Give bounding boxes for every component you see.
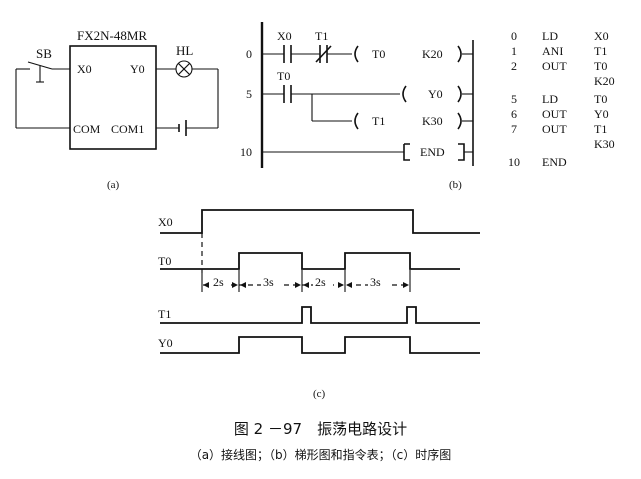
waveform-y0 — [160, 336, 480, 354]
instruction-arg: T0 — [594, 92, 607, 106]
rung-step-number: 0 — [246, 47, 252, 61]
instruction-op: OUT — [542, 107, 567, 121]
coil-label: T0 — [372, 47, 385, 61]
signal-label-y0: Y0 — [158, 336, 173, 350]
timing-diagram: X0 T0 T1 Y0 2s — [158, 209, 480, 400]
end-left-bracket — [403, 143, 410, 161]
end-label: END — [420, 145, 445, 159]
wiring-diagram: FX2N-48MR X0 Y0 COM COM1 SB HL — [15, 28, 219, 191]
coil-label: Y0 — [428, 87, 443, 101]
coil-right-bracket — [457, 45, 462, 63]
output-circuit: HL — [156, 43, 219, 136]
coil-left-bracket — [402, 85, 407, 103]
instruction-op: LD — [542, 92, 558, 106]
instruction-op: LD — [542, 29, 558, 43]
instruction-step: 0 — [511, 29, 517, 43]
end-right-bracket — [458, 143, 465, 161]
ladder-rung: 5 T0 Y0 — [246, 69, 473, 103]
interval-label: 2s — [213, 275, 224, 289]
coil-label: T1 — [372, 114, 385, 128]
instruction-step: 2 — [511, 59, 517, 73]
plc-output-terminal-label: Y0 — [130, 62, 145, 76]
coil-param: K30 — [422, 114, 443, 128]
switch-blade — [27, 61, 53, 70]
instruction-list: 0 LD X0 1 ANI T1 2 OUT T0 K20 5 LD T0 6 … — [508, 29, 615, 169]
contact-label: X0 — [277, 29, 292, 43]
interval-label: 3s — [263, 275, 274, 289]
instruction-step: 1 — [511, 44, 517, 58]
ladder-diagram: 0 X0 T1 T0 K20 5 T0 Y0 — [240, 22, 474, 191]
rung-step-number: 5 — [246, 87, 252, 101]
instruction-arg: K30 — [594, 137, 615, 151]
ladder-rung: 10 END — [240, 143, 473, 161]
interval-label: 2s — [315, 275, 326, 289]
plc-com-label: COM — [73, 122, 101, 136]
input-circuit: SB — [15, 46, 70, 129]
coil-left-bracket — [354, 45, 359, 63]
plc-box — [69, 45, 157, 150]
instruction-op: ANI — [542, 44, 563, 58]
ladder-rung: T1 K30 — [311, 94, 473, 130]
interval-dimensions: 2s 3s 2s 3s — [201, 270, 411, 292]
instruction-op: OUT — [542, 59, 567, 73]
figure-caption-title: 图 2 －97 振荡电路设计 — [233, 420, 408, 438]
interval-label: 3s — [370, 275, 381, 289]
instruction-arg: T0 — [594, 59, 607, 73]
instruction-arg: X0 — [594, 29, 609, 43]
signal-label-x0: X0 — [158, 215, 173, 229]
contact-label: T1 — [315, 29, 328, 43]
signal-label-t0: T0 — [158, 254, 171, 268]
contact-label: T0 — [277, 69, 290, 83]
plc-input-terminal-label: X0 — [77, 62, 92, 76]
waveform-t1 — [160, 306, 480, 324]
figure-caption-subtitle: （a）接线图；（b）梯形图和指令表；（c）时序图 — [189, 448, 452, 462]
instruction-arg: T1 — [594, 44, 607, 58]
instruction-step: 7 — [511, 122, 517, 136]
ladder-sublabel: (b) — [449, 179, 462, 191]
instruction-arg: Y0 — [594, 107, 609, 121]
lamp-label: HL — [176, 43, 193, 58]
instruction-step: 5 — [511, 92, 517, 106]
wiring-sublabel: (a) — [107, 179, 120, 191]
instruction-op: OUT — [542, 122, 567, 136]
signal-label-t1: T1 — [158, 307, 171, 321]
plc-model-label: FX2N-48MR — [77, 28, 147, 43]
instruction-step: 10 — [508, 155, 520, 169]
waveform-x0 — [160, 209, 480, 234]
ladder-rung: 0 X0 T1 T0 K20 — [246, 29, 473, 63]
coil-right-bracket — [457, 85, 462, 103]
plc-com1-label: COM1 — [111, 122, 144, 136]
coil-left-bracket — [354, 112, 359, 130]
instruction-arg: K20 — [594, 74, 615, 88]
timing-sublabel: (c) — [313, 388, 326, 400]
switch-label: SB — [36, 46, 52, 61]
rung-step-number: 10 — [240, 145, 252, 159]
coil-right-bracket — [457, 112, 462, 130]
instruction-step: 6 — [511, 107, 517, 121]
coil-param: K20 — [422, 47, 443, 61]
instruction-op: END — [542, 155, 567, 169]
waveform-t0 — [160, 252, 460, 270]
instruction-arg: T1 — [594, 122, 607, 136]
